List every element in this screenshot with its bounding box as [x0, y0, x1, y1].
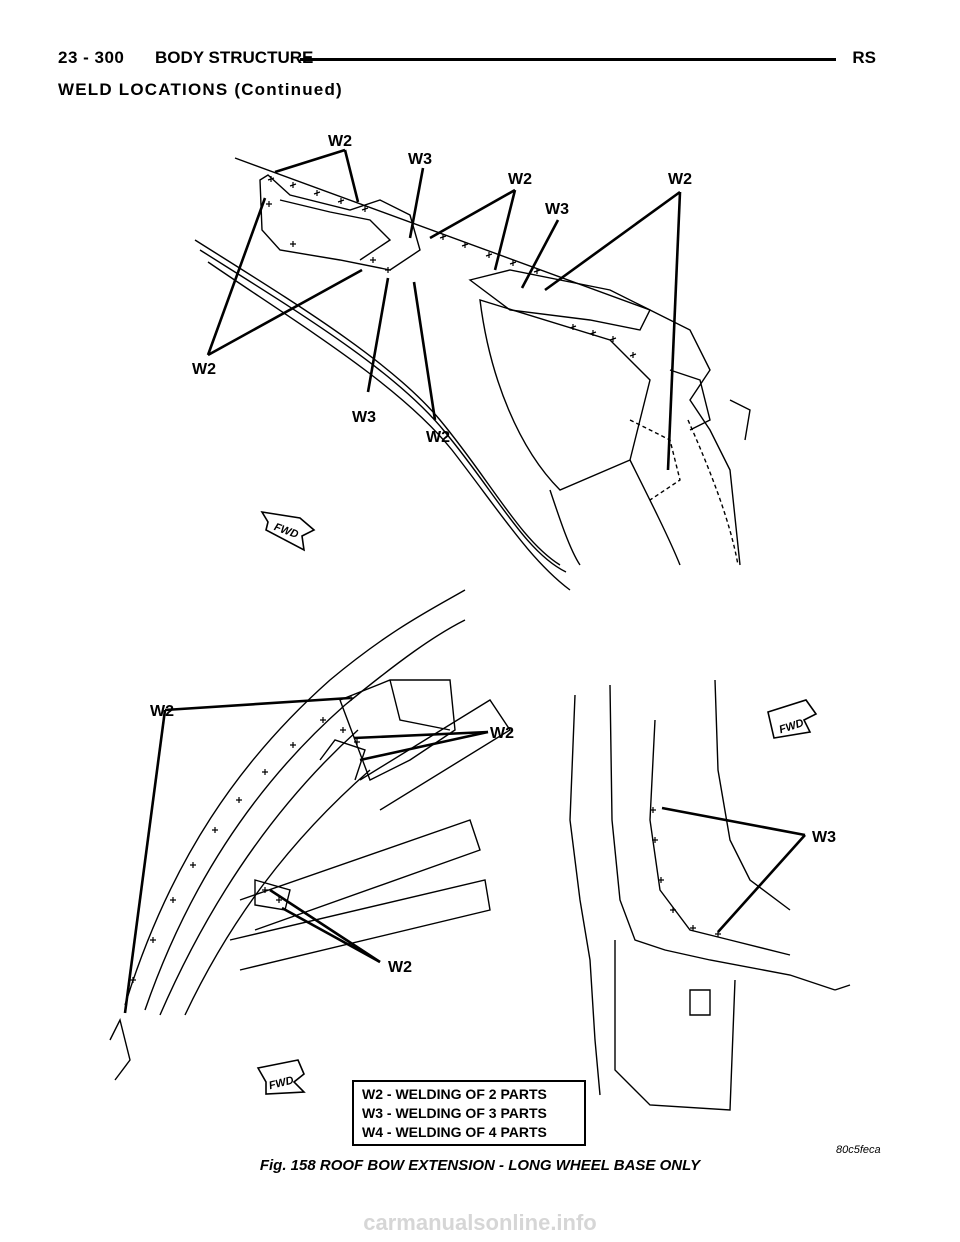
fwd-arrow-top — [260, 510, 316, 552]
label-w3: W3 — [352, 409, 376, 426]
figure-drawing: W2 W3 W2 W3 W2 W2 W3 W2 W2 W2 W2 W3 FWD … — [109, 133, 851, 1111]
arrow-w2-f — [666, 191, 682, 471]
arrow-w3-a — [408, 167, 425, 239]
pillar-curve-outer — [124, 589, 466, 1006]
weld-location-figure: W2 W3 W2 W3 W2 W2 W3 W2 W2 W2 W2 W3 FWD … — [90, 120, 870, 1165]
arrow-w3-b — [520, 219, 560, 289]
label-w2: W2 — [426, 429, 450, 446]
arrow-w2-j — [164, 696, 351, 712]
legend-item-w3: W3 - WELDING OF 3 PARTS — [362, 1105, 547, 1121]
section-title: BODY STRUCTURE — [155, 48, 314, 67]
arrow-w2-l — [353, 730, 489, 740]
figure-caption: Fig. 158 ROOF BOW EXTENSION - LONG WHEEL… — [259, 1157, 701, 1174]
label-w2: W2 — [668, 171, 692, 188]
arrow-w2-d — [493, 189, 517, 271]
page-number: 23 - 300 — [58, 48, 125, 67]
label-w3: W3 — [545, 201, 569, 218]
figure-id: 80c5feca — [836, 1144, 881, 1156]
arrow-w2-m — [359, 730, 489, 762]
section-heading: WELD LOCATIONS (Continued) — [58, 80, 343, 99]
roof-bow — [359, 699, 511, 811]
model-code: RS — [852, 48, 876, 67]
roof-rail-curve-1 — [194, 239, 561, 566]
watermark: carmanualsonline.info — [363, 1210, 597, 1235]
page-header: 23 - 300 BODY STRUCTURE RS — [58, 46, 876, 74]
legend-item-w2: W2 - WELDING OF 2 PARTS — [362, 1086, 547, 1102]
label-w2: W2 — [192, 361, 216, 378]
label-w2: W2 — [508, 171, 532, 188]
arrow-w2-g — [206, 197, 267, 356]
arrow-w2-k — [123, 709, 167, 1014]
label-w3: W3 — [408, 151, 432, 168]
arrow-w2-b — [343, 149, 360, 203]
arrow-w2-n — [269, 888, 381, 964]
arrow-w2-a — [274, 148, 346, 174]
label-w2: W2 — [328, 133, 352, 150]
legend-item-w4: W4 - WELDING OF 4 PARTS — [362, 1124, 547, 1140]
fwd-arrow-bottom-left — [256, 1059, 306, 1095]
label-w2: W2 — [490, 725, 514, 742]
arrow-w2-i — [412, 281, 437, 421]
arrow-w2-o — [281, 906, 381, 964]
arrow-w3-c — [366, 277, 390, 393]
arrow-w3-d — [661, 806, 806, 837]
label-w2: W2 — [388, 959, 412, 976]
weld-legend: W2 - WELDING OF 2 PARTS W3 - WELDING OF … — [352, 1080, 586, 1146]
arrow-w2-e — [544, 190, 681, 292]
rail-panel — [468, 269, 651, 331]
lower-panel — [614, 940, 736, 1111]
arrow-w3-e — [717, 834, 806, 933]
label-w2: W2 — [150, 703, 174, 720]
pillar-outline — [649, 309, 741, 566]
roof-bow-bracket — [259, 174, 421, 271]
arrow-w2-h — [207, 268, 363, 357]
arrow-w2-c — [429, 188, 516, 240]
label-w3: W3 — [812, 829, 836, 846]
header-rule — [300, 58, 836, 61]
bpillar-left-edge — [569, 694, 601, 1096]
fwd-label-top: FWD — [272, 521, 300, 541]
fwd-arrow-bottom-right — [767, 699, 818, 739]
fwd-label-bottom-left: FWD — [268, 1074, 295, 1092]
